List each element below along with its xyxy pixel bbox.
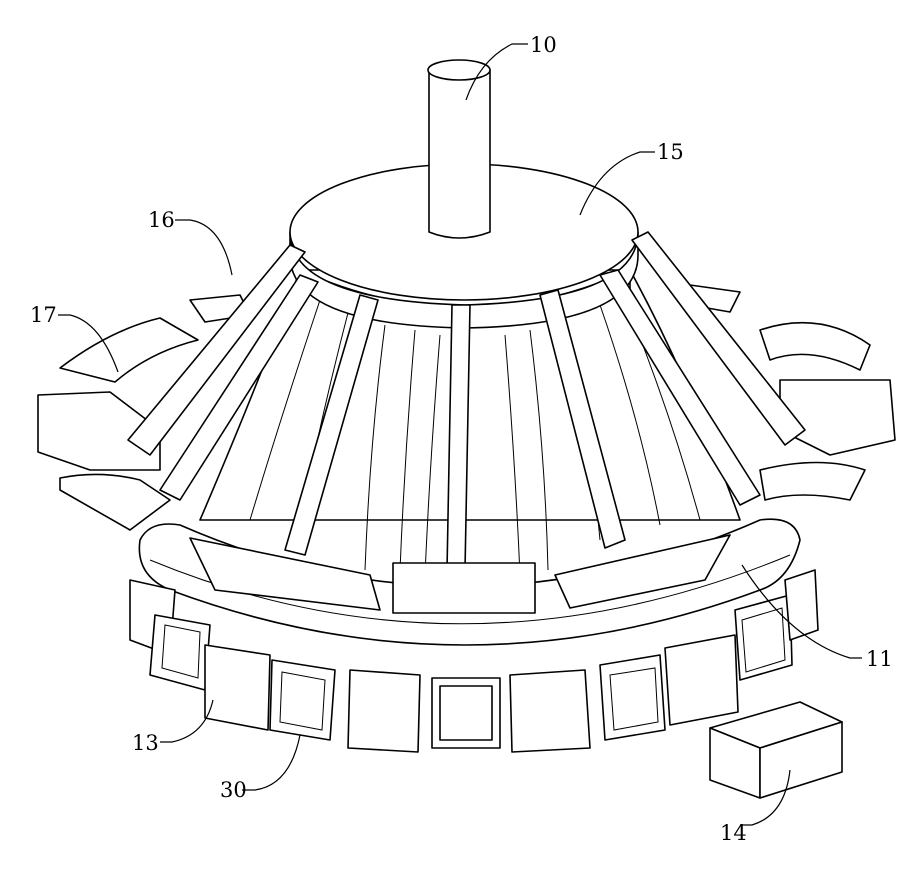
label-17: 17: [30, 303, 57, 327]
box: [710, 702, 842, 798]
label-10: 10: [530, 33, 557, 57]
label-15: 15: [657, 140, 684, 164]
label-11: 11: [866, 647, 893, 671]
label-13: 13: [132, 731, 159, 755]
label-16: 16: [148, 208, 175, 232]
label-30: 30: [220, 778, 247, 802]
shaft: [428, 60, 490, 238]
label-14: 14: [720, 821, 747, 845]
